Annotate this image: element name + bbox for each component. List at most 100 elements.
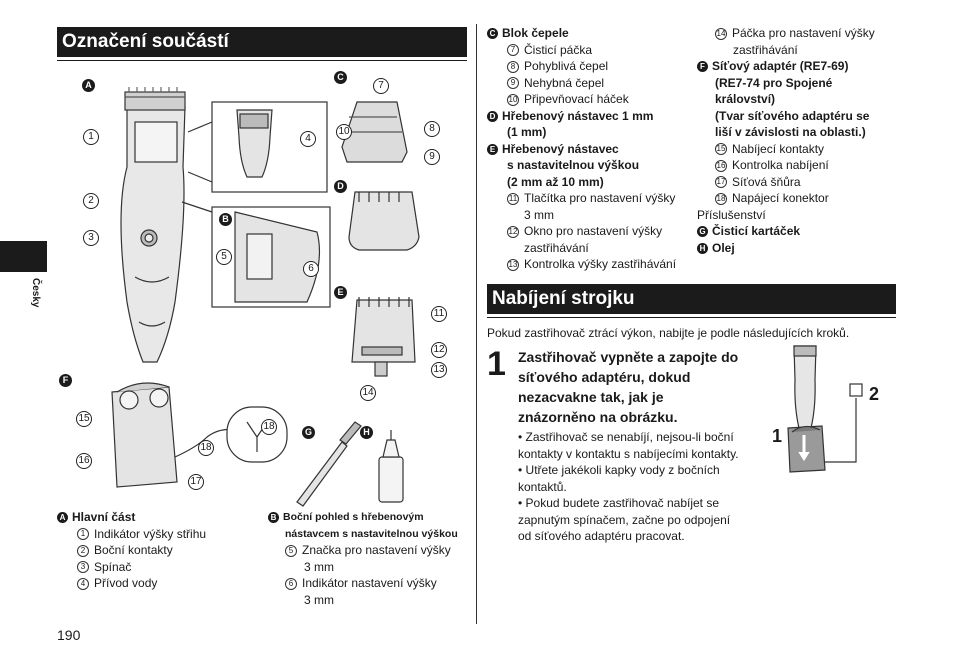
item-text-cont: zastřihávání: [524, 240, 589, 255]
badge-f: F: [697, 61, 708, 73]
item-num: 16: [715, 159, 727, 172]
item-text-cont: 3 mm: [304, 592, 334, 607]
item-text: Čisticí páčka: [524, 42, 593, 57]
bullet-text: Utřete jakékoli kapky vody z bočních: [525, 463, 720, 477]
item-num: 12: [507, 225, 519, 238]
item-text: Kontrolka výšky zastřihávání: [524, 257, 677, 271]
accessories-label: Příslušenství: [697, 207, 766, 222]
callout-18b: 18: [261, 419, 277, 435]
charging-step-2-label: 2: [869, 384, 880, 404]
item-num: 15: [715, 143, 727, 156]
section-title-text: Nabíjení strojku: [492, 288, 635, 309]
item-text: Boční kontakty: [94, 543, 173, 557]
item-num: 7: [507, 44, 519, 57]
item-text: Indikátor nastavení výšky: [302, 576, 437, 590]
figure-letter-f: F: [59, 374, 72, 387]
callout-2: 2: [83, 193, 99, 209]
item-text: Napájecí konektor: [732, 191, 829, 205]
note-bullet: • Utřete jakékoli kapky vody z bočních: [518, 463, 720, 477]
callout-7: 7: [373, 78, 389, 94]
item-text: Páčka pro nastavení výšky: [732, 26, 875, 40]
section-title-parts: Označení součástí: [57, 27, 467, 57]
bullet-text-cont: zapnutým spínačem, začne po odpojení: [518, 512, 731, 527]
item-text: Pohyblivá čepel: [524, 59, 609, 73]
item-num: 17: [715, 176, 727, 189]
item-text: Okno pro nastavení výšky: [524, 224, 663, 238]
figure-letter-h: H: [360, 426, 373, 439]
item-num: 4: [77, 577, 89, 590]
badge-d: D: [487, 110, 498, 122]
figure-letter-b: B: [219, 213, 232, 226]
figure-letter-c: C: [334, 71, 347, 84]
item-text: Připevňovací háček: [524, 92, 629, 106]
figure-letter-e: E: [334, 286, 347, 299]
legend-e-title-line: s nastavitelnou výškou: [507, 158, 640, 172]
bullet-text: Pokud budete zastřihovač nabíjet se: [525, 496, 720, 510]
legend-e-title-line: (2 mm až 10 mm): [507, 174, 604, 189]
callout-4: 4: [300, 131, 316, 147]
callout-11: 11: [431, 306, 447, 322]
legend-a-title: A Hlavní část: [57, 509, 267, 526]
item-num: 11: [507, 192, 519, 205]
page-number: 190: [57, 627, 81, 643]
badge-g: G: [697, 226, 708, 238]
callout-14: 14: [360, 385, 376, 401]
language-side-tab: [0, 241, 47, 272]
step-instruction: Zastřihovač vypněte a zapojte do síťovéh…: [518, 347, 768, 545]
trimmer-body-drawing: [120, 87, 186, 363]
badge-e: E: [487, 143, 498, 155]
charging-step-1-label: 1: [772, 426, 783, 446]
callout-6: 6: [303, 261, 319, 277]
legend-c-title-text: Blok čepele: [502, 26, 569, 40]
legend-e-item: 12 Okno pro nastavení výšky: [487, 223, 697, 240]
parts-illustration: [111, 87, 420, 507]
figure-letter-g: G: [302, 426, 315, 439]
legend-c-item: 8 Pohyblivá čepel: [487, 58, 697, 75]
section-title-charging: Nabíjení strojku: [487, 284, 896, 314]
callout-18: 18: [198, 440, 214, 456]
item-num: 13: [507, 258, 519, 271]
badge-c: C: [487, 28, 498, 40]
item-num: 9: [507, 77, 519, 90]
note-bullet: • Zastřihovač se nenabíjí, nejsou-li boč…: [518, 430, 734, 444]
bullet-text-cont: od síťového adaptéru pracovat.: [518, 529, 685, 543]
legend-c-item: 10 Připevňovací háček: [487, 91, 697, 108]
callout-13: 13: [431, 362, 447, 378]
note-bullet: • Pokud budete zastřihovač nabíjet se: [518, 496, 720, 510]
callout-8: 8: [424, 121, 440, 137]
legend-e-title-text: Hřebenový nástavec: [502, 141, 619, 156]
callout-10: 10: [336, 124, 352, 140]
legend-e-title: E Hřebenový nástavec: [487, 141, 697, 158]
badge-a: A: [57, 512, 68, 524]
legend-f-title-line: (Tvar síťového adaptéru se: [715, 108, 870, 123]
callout-12: 12: [431, 342, 447, 358]
legend-f-title-line: (RE7-74 pro Spojené: [715, 75, 833, 90]
item-text: Kontrolka nabíjení: [732, 158, 829, 172]
item-num: 1: [77, 528, 89, 541]
legend-c-item: 7 Čisticí páčka: [487, 42, 697, 59]
item-num: 10: [507, 93, 519, 106]
legend-c-title: C Blok čepele: [487, 25, 697, 42]
legend-f-item: 15 Nabíjecí kontakty: [697, 141, 897, 158]
item-text: Indikátor výšky střihu: [94, 526, 207, 541]
figure-letter-a: A: [82, 79, 95, 92]
item-text: Nabíjecí kontakty: [732, 141, 825, 156]
item-text: Síťová šňůra: [732, 174, 801, 189]
legend-a-title-text: Hlavní část: [72, 510, 136, 524]
item-num: 8: [507, 60, 519, 73]
bullet-text-cont: kontakty v kontaktu s nabíjecími kontakt…: [518, 446, 739, 461]
language-label: Česky: [30, 278, 41, 308]
item-num: 5: [285, 544, 297, 557]
